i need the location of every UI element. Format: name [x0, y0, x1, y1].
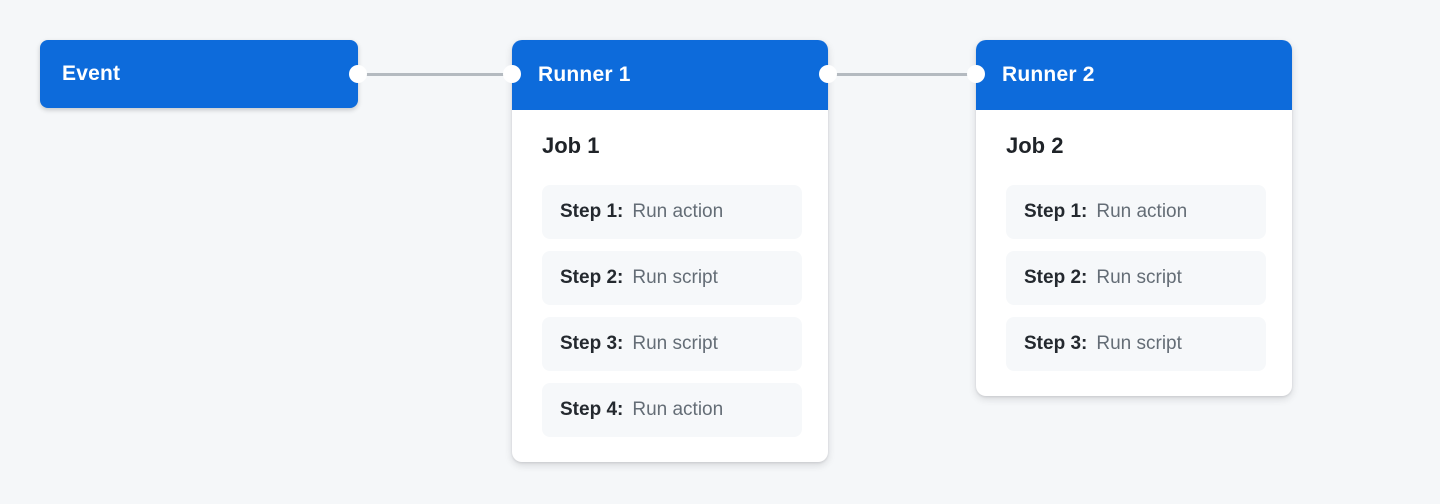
runner2-title: Runner 2 [1002, 63, 1095, 86]
step-value: Run action [1096, 201, 1188, 222]
step-row: Step 2: Run script [542, 251, 802, 305]
step-value: Run action [632, 201, 724, 222]
step-row: Step 2: Run script [1006, 251, 1266, 305]
step-label: Step 4: [560, 399, 624, 420]
step-row: Step 3: Run script [1006, 317, 1266, 371]
step-value: Run script [632, 333, 718, 354]
step-label: Step 2: [1024, 267, 1088, 288]
step-label: Step 1: [1024, 201, 1088, 222]
step-row: Step 1: Run action [542, 185, 802, 239]
job2-title: Job 2 [1006, 133, 1064, 158]
step-label: Step 3: [560, 333, 624, 354]
event-node: Event [40, 40, 358, 108]
runner1-title: Runner 1 [538, 63, 631, 86]
runner2-header: Runner 2 [976, 40, 1292, 110]
connector-dot-runner1-left [503, 65, 521, 83]
runner1-card: Runner 1 Job 1 Step 1: Run action Step 2… [512, 40, 828, 462]
step-value: Run script [1096, 333, 1182, 354]
event-label: Event [62, 62, 121, 85]
step-label: Step 3: [1024, 333, 1088, 354]
step-label: Step 2: [560, 267, 624, 288]
runner2-card: Runner 2 Job 2 Step 1: Run action Step 2… [976, 40, 1292, 396]
connector-dot-event-right [349, 65, 367, 83]
step-label: Step 1: [560, 201, 624, 222]
runner1-header: Runner 1 [512, 40, 828, 110]
connector-line-runner1-runner2 [828, 73, 976, 76]
connector-dot-runner2-left [967, 65, 985, 83]
step-value: Run script [632, 267, 718, 288]
step-row: Step 3: Run script [542, 317, 802, 371]
step-row: Step 4: Run action [542, 383, 802, 437]
connector-dot-runner1-right [819, 65, 837, 83]
step-row: Step 1: Run action [1006, 185, 1266, 239]
connector-line-event-runner1 [358, 73, 512, 76]
runner1-body: Job 1 Step 1: Run action Step 2: Run scr… [512, 110, 828, 462]
runner2-body: Job 2 Step 1: Run action Step 2: Run scr… [976, 110, 1292, 396]
job1-title: Job 1 [542, 133, 600, 158]
step-value: Run action [632, 399, 724, 420]
step-value: Run script [1096, 267, 1182, 288]
